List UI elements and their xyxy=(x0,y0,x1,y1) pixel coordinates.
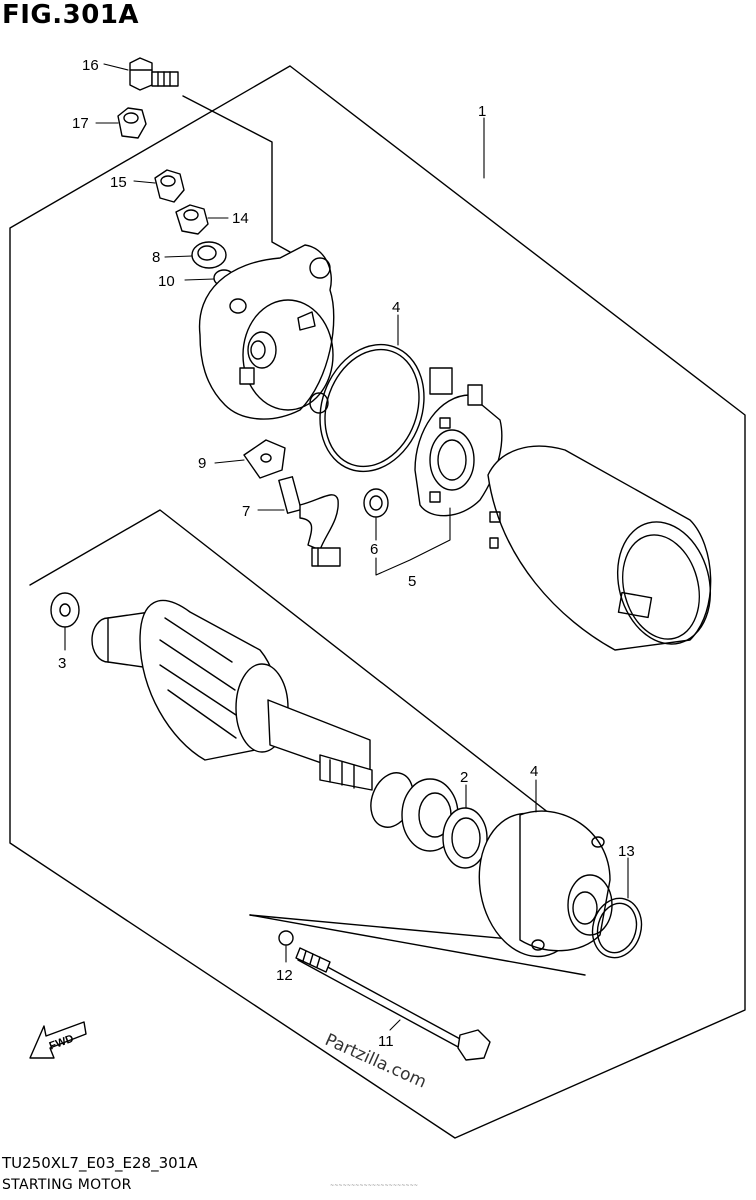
callout-8: 8 xyxy=(152,249,160,266)
o-ring-12-part xyxy=(278,930,294,946)
armature-part xyxy=(91,600,373,791)
rear-housing-part xyxy=(198,244,335,420)
callout-2: 2 xyxy=(460,769,468,786)
oil-seal-2-part xyxy=(442,807,488,869)
callout-5: 5 xyxy=(408,573,416,590)
nut-14-part xyxy=(175,204,209,235)
callout-12: 12 xyxy=(276,967,293,984)
callout-15: 15 xyxy=(110,174,127,191)
through-bolt-11-part xyxy=(295,947,491,1061)
plate-9-part xyxy=(243,439,286,479)
nut-15-part xyxy=(154,169,185,203)
front-housing-part xyxy=(478,810,613,958)
callout-11: 11 xyxy=(378,1033,394,1050)
callout-10: 10 xyxy=(158,273,175,290)
callout-7: 7 xyxy=(242,503,250,520)
washer-3-part xyxy=(50,592,80,628)
callout-17: 17 xyxy=(72,115,89,132)
callout-9: 9 xyxy=(198,455,206,472)
nut-17-part xyxy=(117,107,147,139)
callout-4-upper: 4 xyxy=(392,299,400,316)
leader-lines xyxy=(64,63,629,1031)
armature-subgroup-outline xyxy=(29,509,591,846)
o-ring-4-upper-part xyxy=(319,343,425,473)
figure-title: FIG.301A xyxy=(2,0,140,30)
o-ring-13-part xyxy=(591,897,643,959)
callout-6: 6 xyxy=(370,541,378,558)
fwd-arrow-icon: FWD xyxy=(29,1021,87,1059)
yoke-housing-part xyxy=(487,445,712,651)
brush-plate-5-part xyxy=(414,367,503,517)
callout-4-lower: 4 xyxy=(530,763,538,780)
bearing-6-part xyxy=(363,488,389,518)
washer-8-part xyxy=(191,241,227,269)
figure-name: STARTING MOTOR xyxy=(2,1177,132,1193)
callout-1: 1 xyxy=(478,103,486,120)
figure-code: TU250XL7_E03_E28_301A xyxy=(2,1154,198,1172)
callout-3: 3 xyxy=(58,655,66,672)
fine-print: ~~~~~~~~~~~~~~~~~~~~~ xyxy=(330,1183,418,1189)
callout-16: 16 xyxy=(82,57,99,74)
end-cover-subgroup-outline xyxy=(249,914,586,976)
callout-14: 14 xyxy=(232,210,249,227)
assembly-outline xyxy=(9,65,746,1139)
bolt-16-part xyxy=(129,57,179,91)
callout-13: 13 xyxy=(618,843,635,860)
brush-holder-7-part xyxy=(278,476,341,567)
